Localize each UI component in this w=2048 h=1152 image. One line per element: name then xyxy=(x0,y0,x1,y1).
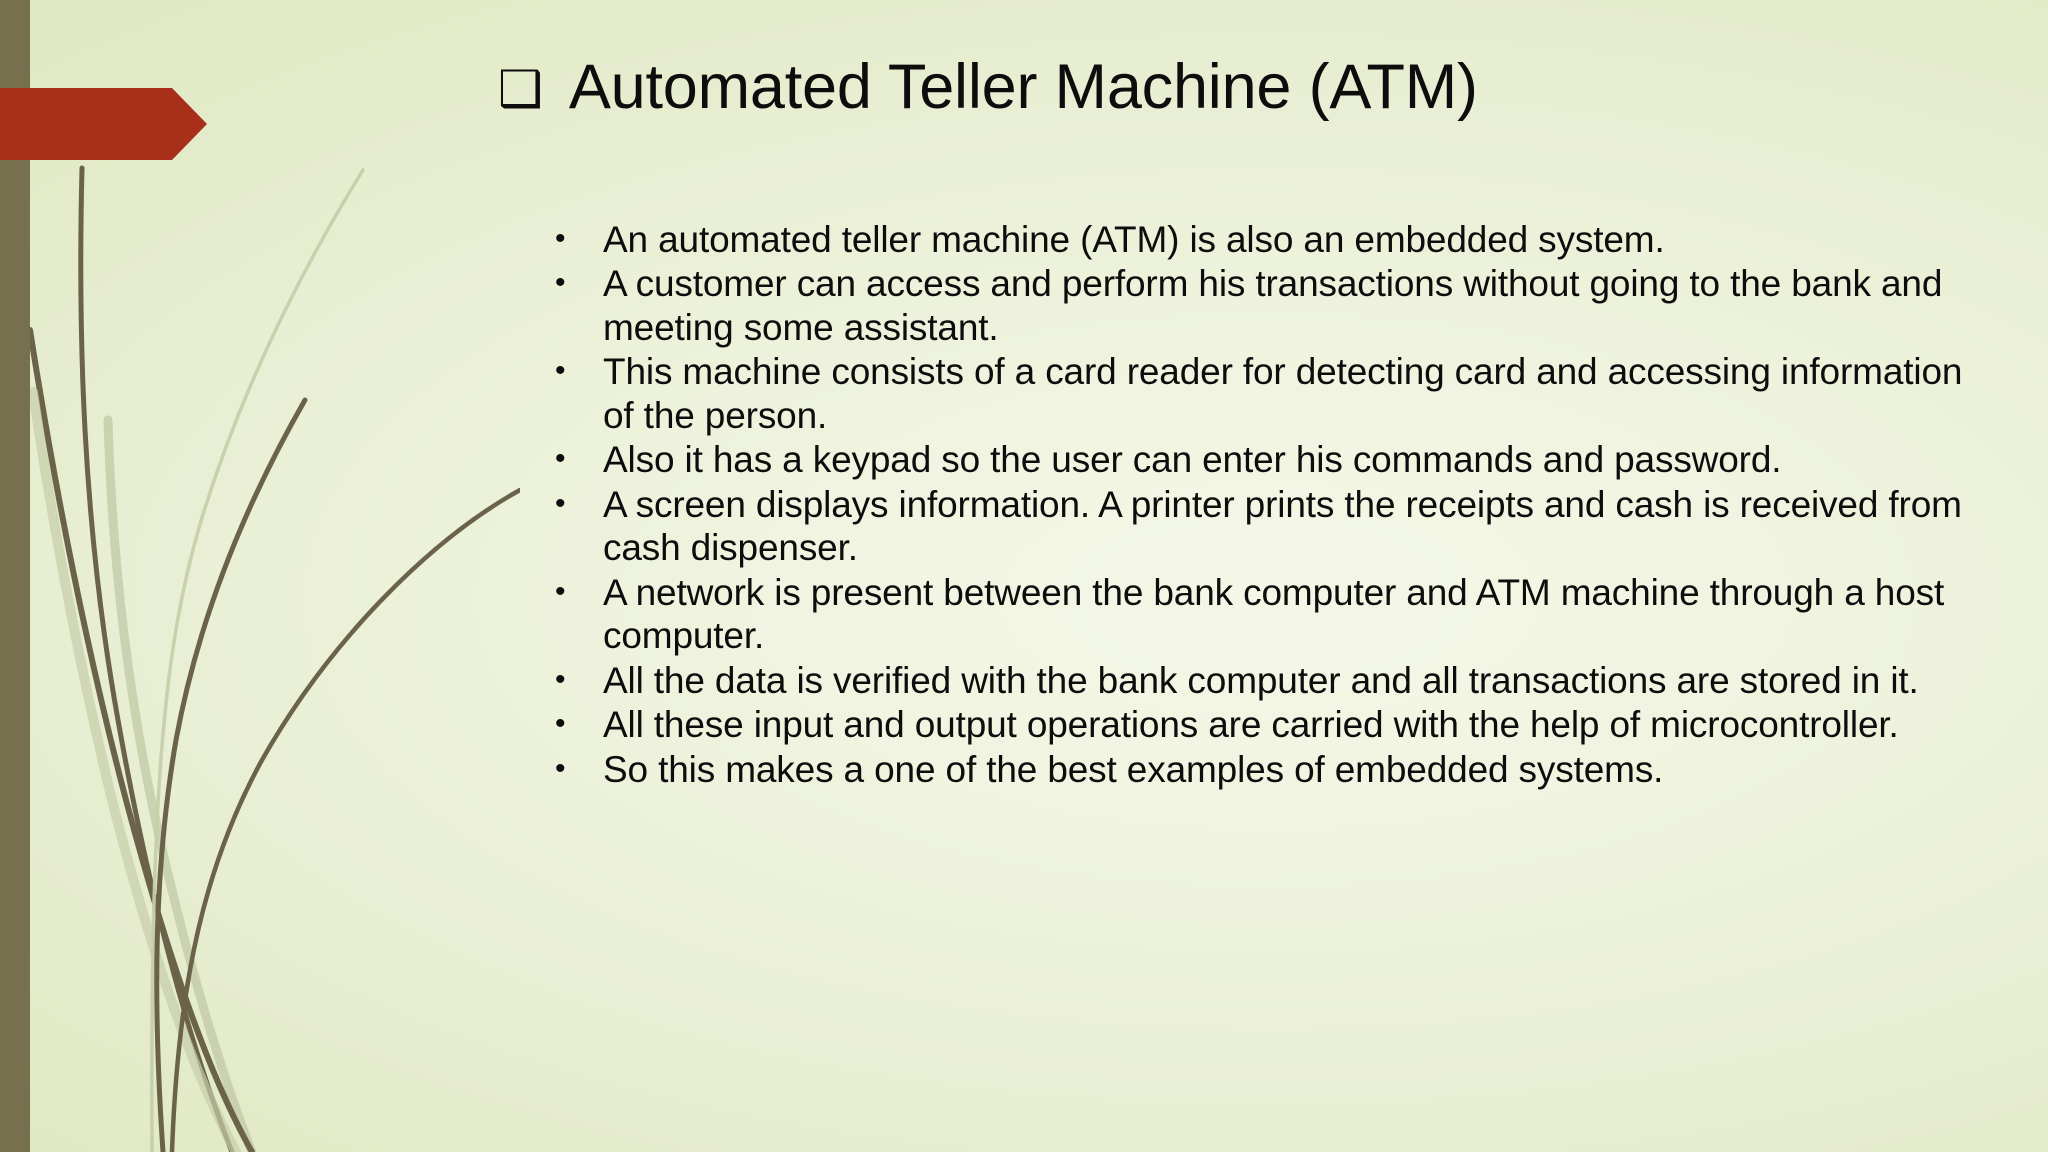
page-title: Automated Teller Machine (ATM) xyxy=(568,52,1478,122)
hollow-square-bullet-icon: ❑ xyxy=(498,60,543,118)
slide-title: ❑ Automated Teller Machine (ATM) xyxy=(498,54,1478,121)
list-item-text: An automated teller machine (ATM) is als… xyxy=(603,219,1665,260)
bullet-list: • An automated teller machine (ATM) is al… xyxy=(540,218,1970,792)
list-item-text: All these input and output operations ar… xyxy=(603,704,1899,746)
left-accent-bar xyxy=(0,0,30,1152)
list-item-text: This machine consists of a card reader f… xyxy=(603,351,1963,436)
bullet-dot-icon: • xyxy=(555,266,566,300)
bullet-dot-icon: • xyxy=(555,442,566,476)
bullet-dot-icon: • xyxy=(555,751,566,785)
list-item: • A network is present between the bank c… xyxy=(540,571,1970,658)
bullet-dot-icon: • xyxy=(555,574,566,608)
list-item: • Also it has a keypad so the user can en… xyxy=(540,438,1970,481)
list-item-text: All the data is verified with the bank c… xyxy=(603,659,1919,701)
bullet-dot-icon: • xyxy=(555,354,566,388)
list-item: • All these input and output operations a… xyxy=(540,703,1970,746)
list-item-text: A screen displays information. A printer… xyxy=(603,483,1962,569)
bullet-dot-icon: • xyxy=(555,707,566,741)
list-item-text: So this makes a one of the best examples… xyxy=(603,748,1664,790)
bullet-dot-icon: • xyxy=(555,486,566,520)
list-item: • A screen displays information. A printe… xyxy=(540,483,1970,570)
bullet-dot-icon: • xyxy=(555,222,566,255)
list-item: • All the data is verified with the bank … xyxy=(540,659,1970,702)
list-item: • This machine consists of a card reader … xyxy=(540,350,1970,437)
list-item: • So this makes a one of the best example… xyxy=(540,748,1970,791)
list-item-text: A network is present between the bank co… xyxy=(603,571,1945,657)
red-arrow-banner xyxy=(0,88,207,160)
bullet-dot-icon: • xyxy=(555,662,566,696)
list-item-text: A customer can access and perform his tr… xyxy=(603,263,1943,348)
list-item: • An automated teller machine (ATM) is al… xyxy=(540,218,1970,261)
list-item-text: Also it has a keypad so the user can ent… xyxy=(603,439,1782,481)
list-item: • A customer can access and perform his t… xyxy=(540,262,1970,349)
